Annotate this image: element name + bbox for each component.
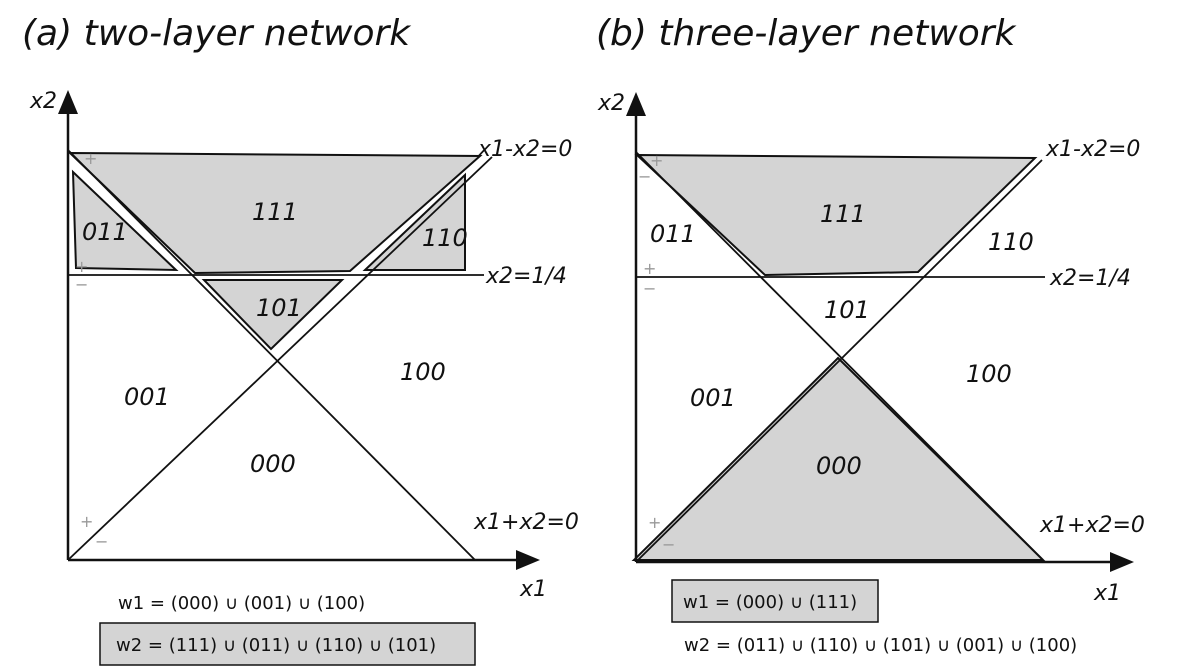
panel-a-h-label: x2=1/4 (485, 264, 567, 289)
panel-a: (a) two-layer network x2 x1 x1-x2=0 x1+x… (22, 13, 579, 666)
panel-b-diag2-label: x1+x2=0 (1039, 513, 1145, 538)
region-111-shade (634, 153, 1038, 277)
region-000-shade (631, 356, 1046, 561)
panel-a-region-011: 011 (82, 218, 128, 246)
region-110-shade (362, 172, 466, 271)
panel-b-h-label: x2=1/4 (1049, 266, 1131, 291)
panel-b: (b) three-layer network x2 x1 x1-x2=0 x1… (596, 13, 1145, 656)
panel-b-x-label: x1 (1093, 581, 1121, 606)
panel-a-y-label: x2 (29, 89, 57, 114)
panel-a-region-111: 111 (252, 198, 298, 226)
panel-a-sign-minus: − (75, 275, 88, 294)
panel-b-x-arrow-icon (1110, 552, 1134, 572)
panel-a-region-101: 101 (256, 294, 302, 322)
panel-a-region-110: 110 (422, 224, 468, 252)
panel-a-sign-plus: + (84, 149, 97, 168)
panel-b-y-label: x2 (597, 91, 625, 116)
panel-b-diag1-label: x1-x2=0 (1045, 137, 1140, 162)
panel-a-sign-plus: + (80, 512, 93, 531)
panel-a-line-diag1 (67, 156, 493, 561)
panel-a-w1: w1 = (000) ∪ (001) ∪ (100) (118, 593, 365, 614)
region-011-shade (71, 169, 179, 272)
panel-b-sign-minus: − (662, 535, 675, 554)
panel-b-region-110: 110 (988, 228, 1034, 256)
panel-a-line-diag2 (67, 149, 476, 561)
region-111-shade (67, 151, 483, 275)
panel-a-region-001: 001 (124, 383, 170, 411)
panel-a-x-arrow-icon (516, 550, 540, 570)
panel-a-diag1-label: x1-x2=0 (477, 137, 572, 162)
panel-b-sign-minus: − (643, 279, 656, 298)
panel-b-region-000: 000 (816, 452, 862, 480)
panel-b-line-diag1 (635, 159, 1043, 563)
panel-b-sign-plus: + (648, 513, 661, 532)
panel-b-w1-box (671, 579, 879, 623)
panel-a-title: (a) two-layer network (22, 13, 412, 54)
panel-b-region-111: 111 (820, 200, 866, 228)
panel-b-region-101: 101 (824, 296, 870, 324)
panel-b-title: (b) three-layer network (596, 13, 1018, 54)
panel-a-x-label: x1 (519, 577, 547, 602)
panel-b-sign-plus: + (643, 259, 656, 278)
panel-b-region-001: 001 (690, 384, 736, 412)
panel-b-region-011: 011 (650, 220, 696, 248)
panel-b-w1: w1 = (000) ∪ (111) (683, 592, 857, 613)
panel-a-region-100: 100 (400, 358, 446, 386)
panel-b-line-diag2 (635, 151, 1044, 561)
panel-a-sign-plus: + (75, 257, 88, 276)
panel-b-region-100: 100 (966, 360, 1012, 388)
panel-b-w2: w2 = (011) ∪ (110) ∪ (101) ∪ (001) ∪ (10… (684, 635, 1077, 656)
panel-a-diag2-label: x1+x2=0 (473, 510, 579, 535)
panel-b-sign-plus: + (650, 151, 663, 170)
region-101-shade (201, 279, 345, 351)
panel-a-region-000: 000 (250, 450, 296, 478)
panel-b-y-arrow-icon (626, 92, 646, 116)
panel-a-w2: w2 = (111) ∪ (011) ∪ (110) ∪ (101) (116, 635, 436, 656)
panel-b-sign-minus: − (638, 167, 651, 186)
panel-a-w2-box (99, 622, 476, 666)
panel-a-sign-minus: − (95, 532, 108, 551)
panel-a-y-arrow-icon (58, 90, 78, 114)
